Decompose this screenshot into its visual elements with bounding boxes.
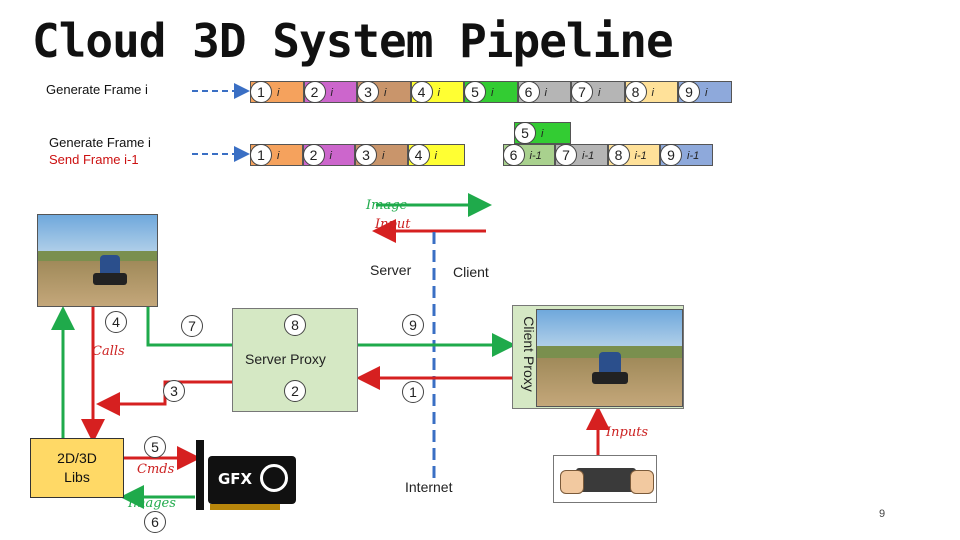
- step-7: 7: [181, 315, 203, 337]
- libs-box: 2D/3D Libs: [30, 438, 124, 498]
- server-proxy-label: Server Proxy: [245, 351, 326, 367]
- page-number: 9: [879, 508, 886, 520]
- row1-segment-5-number: 5: [464, 81, 486, 103]
- row1-segment-9-subscript: i: [705, 87, 708, 99]
- step-3: 3: [163, 380, 185, 402]
- gfx-text: GFX: [218, 470, 253, 488]
- client-game-screenshot: [536, 309, 683, 407]
- row2-extra-segment-number: 5: [514, 122, 536, 144]
- row2-segment-8-subscript: i-1: [634, 150, 647, 162]
- libs-line2: Libs: [64, 469, 90, 485]
- step-6: 6: [144, 511, 166, 533]
- fan-icon: [260, 464, 288, 492]
- row2-segment-2-number: 2: [302, 144, 325, 166]
- cmds-label: Cmds: [137, 462, 175, 477]
- row2-segment-4-number: 4: [407, 144, 430, 166]
- inputs-label: Inputs: [606, 425, 649, 440]
- row2-segment-3-subscript: i: [382, 150, 385, 162]
- row2-segment-7-subscript: i-1: [582, 150, 595, 162]
- legend-image-label: Image: [366, 198, 408, 213]
- row2-segment-6-subscript: i-1: [529, 150, 542, 162]
- step-5: 5: [144, 436, 166, 458]
- row1-segment-2-subscript: i: [330, 87, 333, 99]
- row2-segment-8-number: 8: [607, 144, 630, 166]
- server-game-screenshot: [37, 214, 158, 307]
- legend-input-label: Input: [375, 217, 411, 232]
- calls-label: Calls: [92, 344, 125, 359]
- row1-segment-1-subscript: i: [277, 87, 280, 99]
- row1-segment-4-number: 4: [410, 81, 433, 103]
- step-9: 9: [402, 314, 424, 336]
- row2-segment-8: 8 i-1: [607, 144, 660, 166]
- row2-segment-1-number: 1: [250, 144, 272, 166]
- step-4: 4: [105, 311, 127, 333]
- row2-segment-7: 7 i-1: [555, 144, 608, 166]
- row2-segment-3-number: 3: [355, 144, 377, 166]
- internet-label: Internet: [405, 479, 453, 495]
- server-label: Server: [370, 262, 412, 278]
- row2-label-line1: Generate Frame i: [49, 135, 151, 150]
- page-title: Cloud 3D System Pipeline: [32, 14, 674, 68]
- row1-segment-1-number: 1: [250, 81, 272, 103]
- row2-segment-6: 6 i-1: [502, 144, 555, 166]
- row2-segment-1-subscript: i: [277, 150, 280, 162]
- client-proxy-label: Client Proxy: [521, 316, 537, 392]
- row2-segment-9-number: 9: [660, 144, 682, 166]
- row1-label: Generate Frame i: [46, 82, 148, 97]
- row1-segment-2-number: 2: [303, 81, 326, 103]
- libs-line1: 2D/3D: [57, 450, 97, 466]
- keyboard-hands-icon: [553, 455, 657, 503]
- row2-segment-6-number: 6: [502, 144, 525, 166]
- step-1: 1: [402, 381, 424, 403]
- row1-segment-3-number: 3: [357, 81, 379, 103]
- row2-segment-7-number: 7: [555, 144, 577, 166]
- row1-segment-5-subscript: i: [491, 87, 494, 99]
- row1-segment-4-subscript: i: [437, 87, 440, 99]
- row1-segment-8-number: 8: [624, 81, 647, 103]
- row1-segment-7-number: 7: [571, 81, 593, 103]
- row2-segment-4-subscript: i: [434, 150, 437, 162]
- row1-segment-8-subscript: i: [651, 87, 654, 99]
- client-label: Client: [453, 264, 489, 280]
- step-2: 2: [284, 380, 306, 402]
- row1-segment-6-subscript: i: [544, 87, 547, 99]
- row2-label-line2: Send Frame i-1: [49, 152, 139, 167]
- row2-extra-segment-subscript: i: [541, 128, 544, 140]
- row2-segment-2-subscript: i: [329, 150, 332, 162]
- images-label: Images: [128, 496, 176, 511]
- row1-segment-3-subscript: i: [384, 87, 387, 99]
- step-8: 8: [284, 314, 306, 336]
- row1-segment-9-number: 9: [678, 81, 700, 103]
- row2-segment-9: 9 i-1: [660, 144, 713, 166]
- gfx-card-icon: GFX: [196, 440, 300, 510]
- row1-segment-7-subscript: i: [598, 87, 601, 99]
- row2-segment-9-subscript: i-1: [687, 150, 700, 162]
- client-proxy-panel: [512, 305, 684, 409]
- row1-segment-6-number: 6: [517, 81, 540, 103]
